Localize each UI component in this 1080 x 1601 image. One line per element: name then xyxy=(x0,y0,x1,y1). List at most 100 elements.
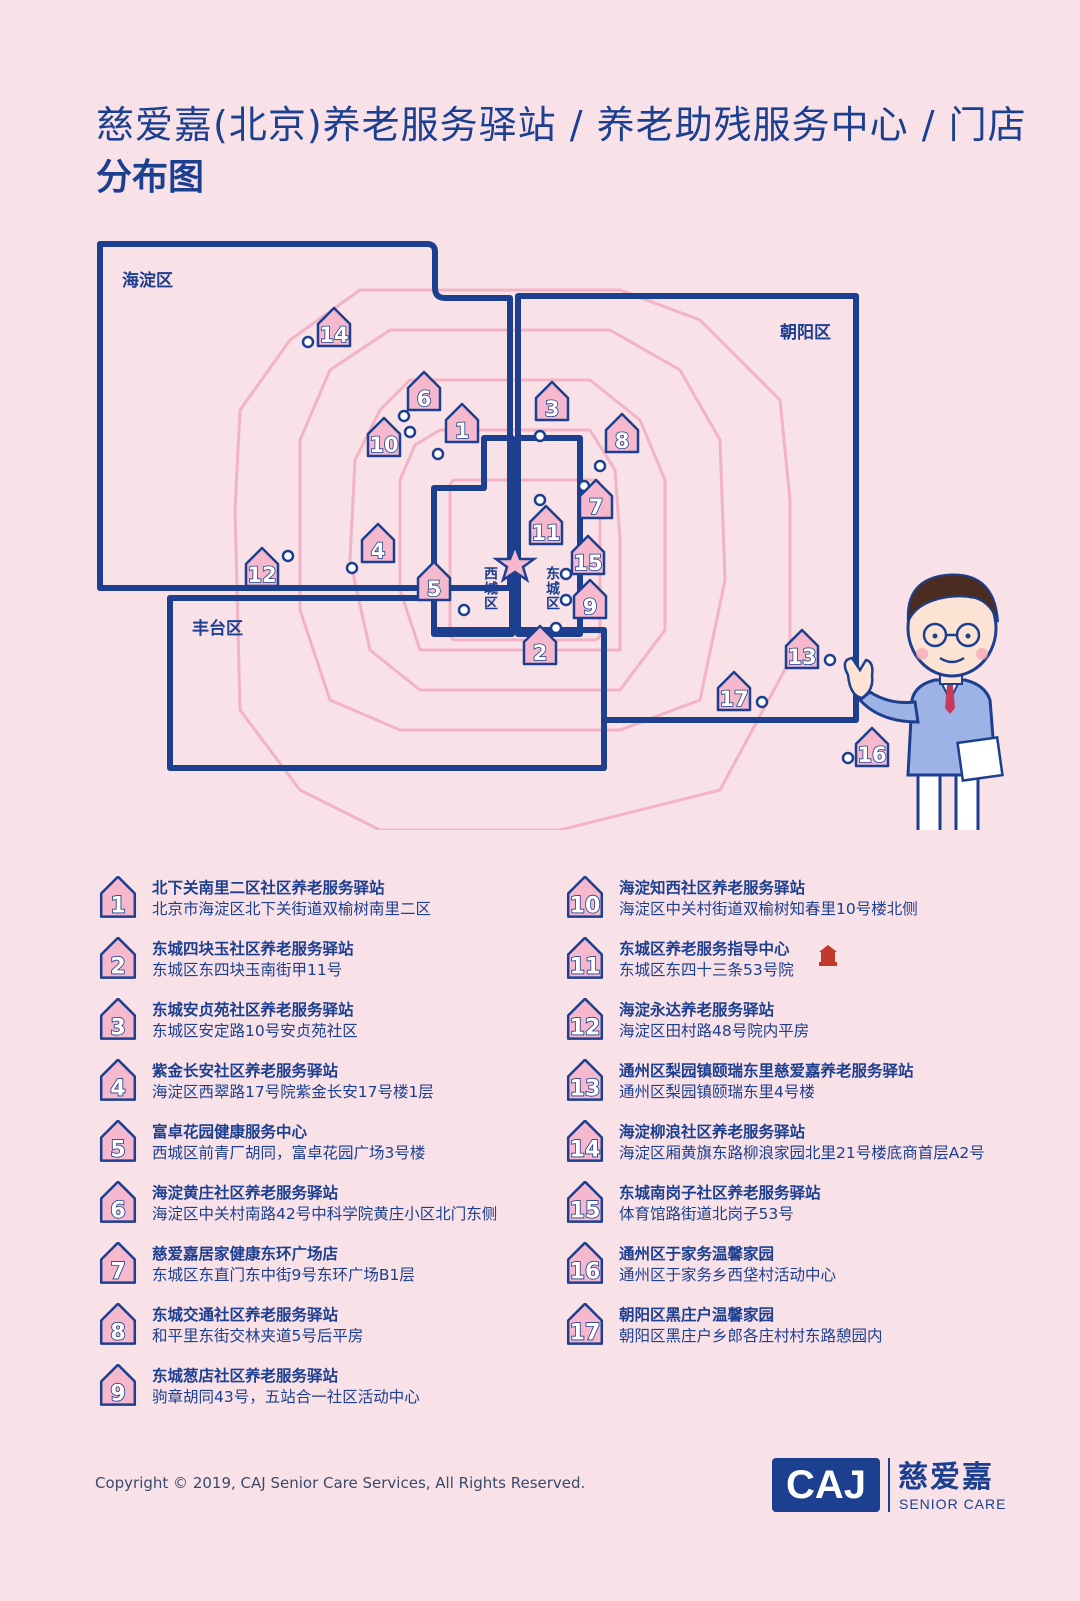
legend-item-name: 通州区梨园镇颐瑞东里慈爱嘉养老服务驿站 xyxy=(619,1062,914,1080)
house-number-icon: 13 xyxy=(566,1059,604,1102)
house-number-icon: 2 xyxy=(99,937,137,980)
marker-number: 3 xyxy=(110,1015,125,1040)
location-dot xyxy=(397,409,411,423)
legend-item-address: 海淀区中关村南路42号中科学院黄庄小区北门东侧 xyxy=(152,1205,498,1223)
location-dot xyxy=(301,335,315,349)
location-dot xyxy=(559,567,573,581)
marker-number: 3 xyxy=(545,397,560,421)
house-icon xyxy=(99,1364,137,1406)
legend-item-12: 12 海淀永达养老服务驿站海淀区田村路48号院内平房 xyxy=(563,998,1023,1054)
house-icon xyxy=(99,1242,137,1284)
house-icon xyxy=(99,876,137,918)
legend-item-address: 海淀区田村路48号院内平房 xyxy=(619,1022,810,1040)
house-number-icon: 12 xyxy=(566,998,604,1041)
legend-item-address: 东城区东直门东中街9号东环广场B1层 xyxy=(152,1266,415,1284)
location-dot xyxy=(431,447,445,461)
house-icon xyxy=(99,1059,137,1101)
house-number-icon: 10 xyxy=(566,876,604,919)
marker-number: 7 xyxy=(589,495,604,519)
location-dot xyxy=(823,653,837,667)
house-icon xyxy=(604,412,640,454)
marker-number: 10 xyxy=(369,433,398,457)
logo-divider xyxy=(888,1458,890,1512)
marker-number: 9 xyxy=(110,1381,125,1406)
page-title: 慈爱嘉(北京)养老服务驿站 / 养老助残服务中心 / 门店 xyxy=(96,103,1027,147)
legend-item-address: 通州区于家务乡西垡村活动中心 xyxy=(619,1266,837,1284)
marker-number: 14 xyxy=(570,1137,601,1162)
label-xicheng: 西城区 xyxy=(482,566,498,611)
marker-number: 10 xyxy=(570,893,601,918)
character-illustration xyxy=(843,573,1004,830)
haidian-outline xyxy=(97,241,513,591)
district-map: 海淀区 朝阳区 丰台区 西城区 东城区 12345678910111213141… xyxy=(97,241,1004,830)
house-number-icon: 9 xyxy=(99,1364,137,1407)
legend-item-name: 东城葱店社区养老服务驿站 xyxy=(152,1367,339,1385)
house-number-icon: 7 xyxy=(99,1242,137,1285)
legend-marker-6: 6 xyxy=(99,1181,137,1224)
caj-logo: CAJ 慈爱嘉 SENIOR CARE xyxy=(772,1458,1017,1518)
house-icon xyxy=(566,1120,604,1162)
legend-marker-11: 11 xyxy=(566,937,604,980)
house-icon xyxy=(784,628,820,670)
legend-marker-12: 12 xyxy=(566,998,604,1041)
legend-marker-15: 15 xyxy=(566,1181,604,1224)
marker-number: 13 xyxy=(570,1076,601,1101)
legend-marker-16: 16 xyxy=(566,1242,604,1285)
marker-number: 11 xyxy=(531,521,560,545)
marker-number: 7 xyxy=(110,1259,125,1284)
house-number-icon: 16 xyxy=(566,1242,604,1285)
house-icon xyxy=(578,478,614,520)
map-marker-1: 1 xyxy=(444,402,480,444)
marker-number: 11 xyxy=(570,954,601,979)
legend-item-address: 和平里东街交林夹道5号后平房 xyxy=(152,1327,364,1345)
house-number-icon: 4 xyxy=(99,1059,137,1102)
map-marker-7: 7 xyxy=(578,478,614,520)
house-icon xyxy=(444,402,480,444)
location-dot xyxy=(533,429,547,443)
house-icon xyxy=(366,416,402,458)
logo-chinese: 慈爱嘉 xyxy=(898,1460,994,1495)
house-number-icon: 11 xyxy=(566,937,604,980)
house-number-icon: 1 xyxy=(99,876,137,919)
map-marker-2: 2 xyxy=(522,624,558,666)
logo-abbr: CAJ xyxy=(772,1458,880,1512)
legend-item-name: 海淀永达养老服务驿站 xyxy=(619,1001,775,1019)
legend-item-address: 北京市海淀区北下关街道双榆树南里二区 xyxy=(152,900,432,918)
map-marker-11: 11 xyxy=(528,504,564,546)
legend-marker-13: 13 xyxy=(566,1059,604,1102)
location-dot xyxy=(593,459,607,473)
legend-item-address: 西城区前青厂胡同，富卓花园广场3号楼 xyxy=(152,1144,426,1162)
label-fengtai: 丰台区 xyxy=(192,618,243,639)
marker-number: 5 xyxy=(110,1137,125,1162)
legend-item-name: 东城四块玉社区养老服务驿站 xyxy=(152,940,354,958)
map-marker-9: 9 xyxy=(572,578,608,620)
house-icon xyxy=(854,726,890,768)
house-icon xyxy=(534,380,570,422)
house-number-icon: 3 xyxy=(99,998,137,1041)
marker-number: 15 xyxy=(573,551,602,575)
legend-item-name: 海淀知西社区养老服务驿站 xyxy=(619,879,806,897)
legend-item-address: 海淀区厢黄旗东路柳浪家园北里21号楼底商首层A2号 xyxy=(619,1144,985,1162)
legend-item-name: 海淀黄庄社区养老服务驿站 xyxy=(152,1184,339,1202)
marker-number: 17 xyxy=(570,1320,601,1345)
legend-marker-7: 7 xyxy=(99,1242,137,1285)
location-dot xyxy=(345,561,359,575)
ring-roads xyxy=(233,288,792,830)
legend-marker-1: 1 xyxy=(99,876,137,919)
map-marker-4: 4 xyxy=(360,522,396,564)
location-dot xyxy=(457,603,471,617)
house-icon xyxy=(99,1120,137,1162)
legend-item-name: 东城交通社区养老服务驿站 xyxy=(152,1306,339,1324)
location-dot xyxy=(403,425,417,439)
marker-number: 16 xyxy=(857,743,886,767)
